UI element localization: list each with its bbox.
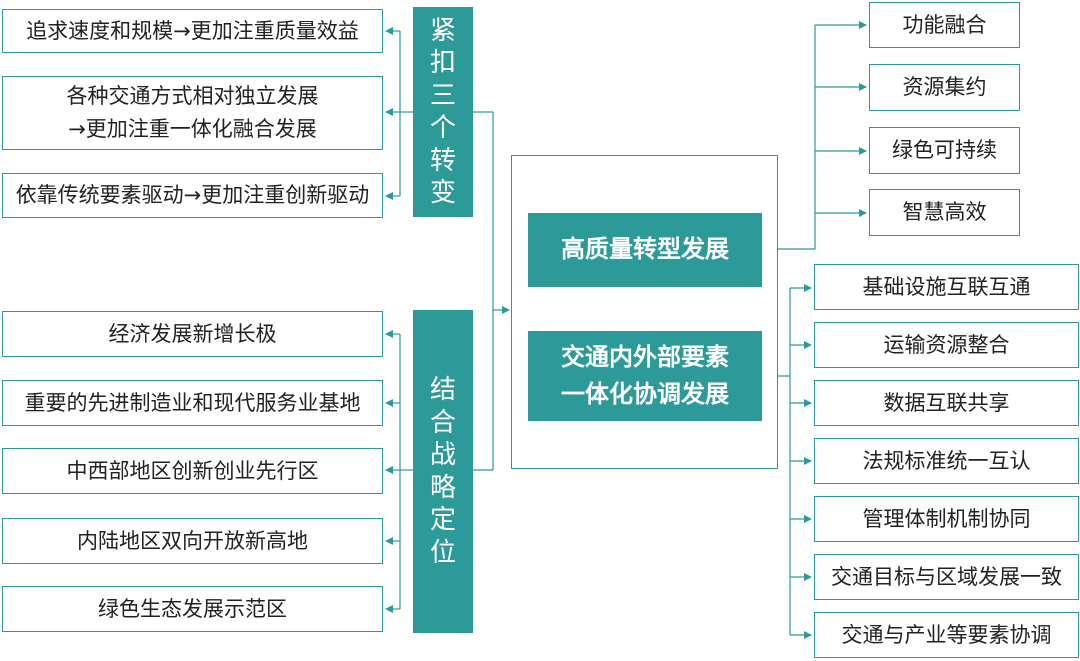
integrated-coordination-text: 交通内外部要素 一体化协调发展 (561, 342, 729, 408)
transition-item-2-text: 各种交通方式相对独立发展 →更加注重一体化融合发展 (66, 84, 319, 141)
coordination-item-2-text: 运输资源整合 (883, 332, 1010, 357)
coordination-item-7: 交通与产业等要素协调 (814, 612, 1079, 658)
three-transitions-label: 紧 扣 三 个 转 变 (413, 7, 473, 217)
positioning-item-5: 绿色生态发展示范区 (2, 586, 383, 632)
positioning-item-1-text: 经济发展新增长极 (108, 321, 277, 346)
coordination-item-3-text: 数据互联共享 (883, 390, 1010, 415)
coordination-item-5: 管理体制机制协同 (814, 496, 1079, 542)
quality-item-4-text: 智慧高效 (902, 200, 987, 225)
coordination-item-4-text: 法规标准统一互认 (862, 448, 1031, 473)
quality-item-1-text: 功能融合 (902, 12, 987, 37)
transition-item-1-text: 追求速度和规模→更加注重质量效益 (26, 18, 359, 43)
positioning-item-2: 重要的先进制造业和现代服务业基地 (2, 380, 383, 426)
positioning-item-4: 内陆地区双向开放新高地 (2, 518, 383, 564)
coordination-item-2: 运输资源整合 (814, 322, 1079, 368)
coordination-item-5-text: 管理体制机制协同 (862, 506, 1031, 531)
positioning-item-2-text: 重要的先进制造业和现代服务业基地 (24, 390, 361, 415)
center-frame (511, 155, 778, 469)
transition-item-3: 依靠传统要素驱动→更加注重创新驱动 (2, 173, 383, 218)
positioning-item-3-text: 中西部地区创新创业先行区 (66, 458, 319, 483)
positioning-item-3: 中西部地区创新创业先行区 (2, 448, 383, 494)
strategic-positioning-label: 结 合 战 略 定 位 (413, 310, 473, 633)
strategic-positioning-label-text: 结 合 战 略 定 位 (429, 375, 456, 568)
positioning-item-5-text: 绿色生态发展示范区 (98, 596, 287, 621)
coordination-item-4: 法规标准统一互认 (814, 438, 1079, 484)
coordination-item-7-text: 交通与产业等要素协调 (841, 622, 1052, 647)
quality-item-4: 智慧高效 (869, 189, 1020, 236)
coordination-item-3: 数据互联共享 (814, 380, 1079, 426)
quality-item-2-text: 资源集约 (902, 75, 987, 100)
high-quality-transformation: 高质量转型发展 (528, 213, 762, 287)
three-transitions-label-text: 紧 扣 三 个 转 变 (429, 15, 456, 209)
transition-item-3-text: 依靠传统要素驱动→更加注重创新驱动 (15, 183, 370, 208)
integrated-coordination: 交通内外部要素 一体化协调发展 (528, 331, 762, 421)
quality-item-2: 资源集约 (869, 64, 1020, 111)
high-quality-transformation-text: 高质量转型发展 (561, 235, 729, 264)
quality-item-3: 绿色可持续 (869, 127, 1020, 174)
positioning-item-1: 经济发展新增长极 (2, 311, 383, 357)
transition-item-2: 各种交通方式相对独立发展 →更加注重一体化融合发展 (2, 76, 383, 150)
coordination-item-1: 基础设施互联互通 (814, 264, 1079, 310)
quality-item-3-text: 绿色可持续 (892, 138, 997, 163)
transition-item-1: 追求速度和规模→更加注重质量效益 (2, 9, 383, 53)
coordination-item-6-text: 交通目标与区域发展一致 (831, 564, 1062, 589)
coordination-item-1-text: 基础设施互联互通 (862, 274, 1031, 299)
quality-item-1: 功能融合 (869, 2, 1020, 48)
coordination-item-6: 交通目标与区域发展一致 (814, 554, 1079, 600)
positioning-item-4-text: 内陆地区双向开放新高地 (77, 528, 308, 553)
